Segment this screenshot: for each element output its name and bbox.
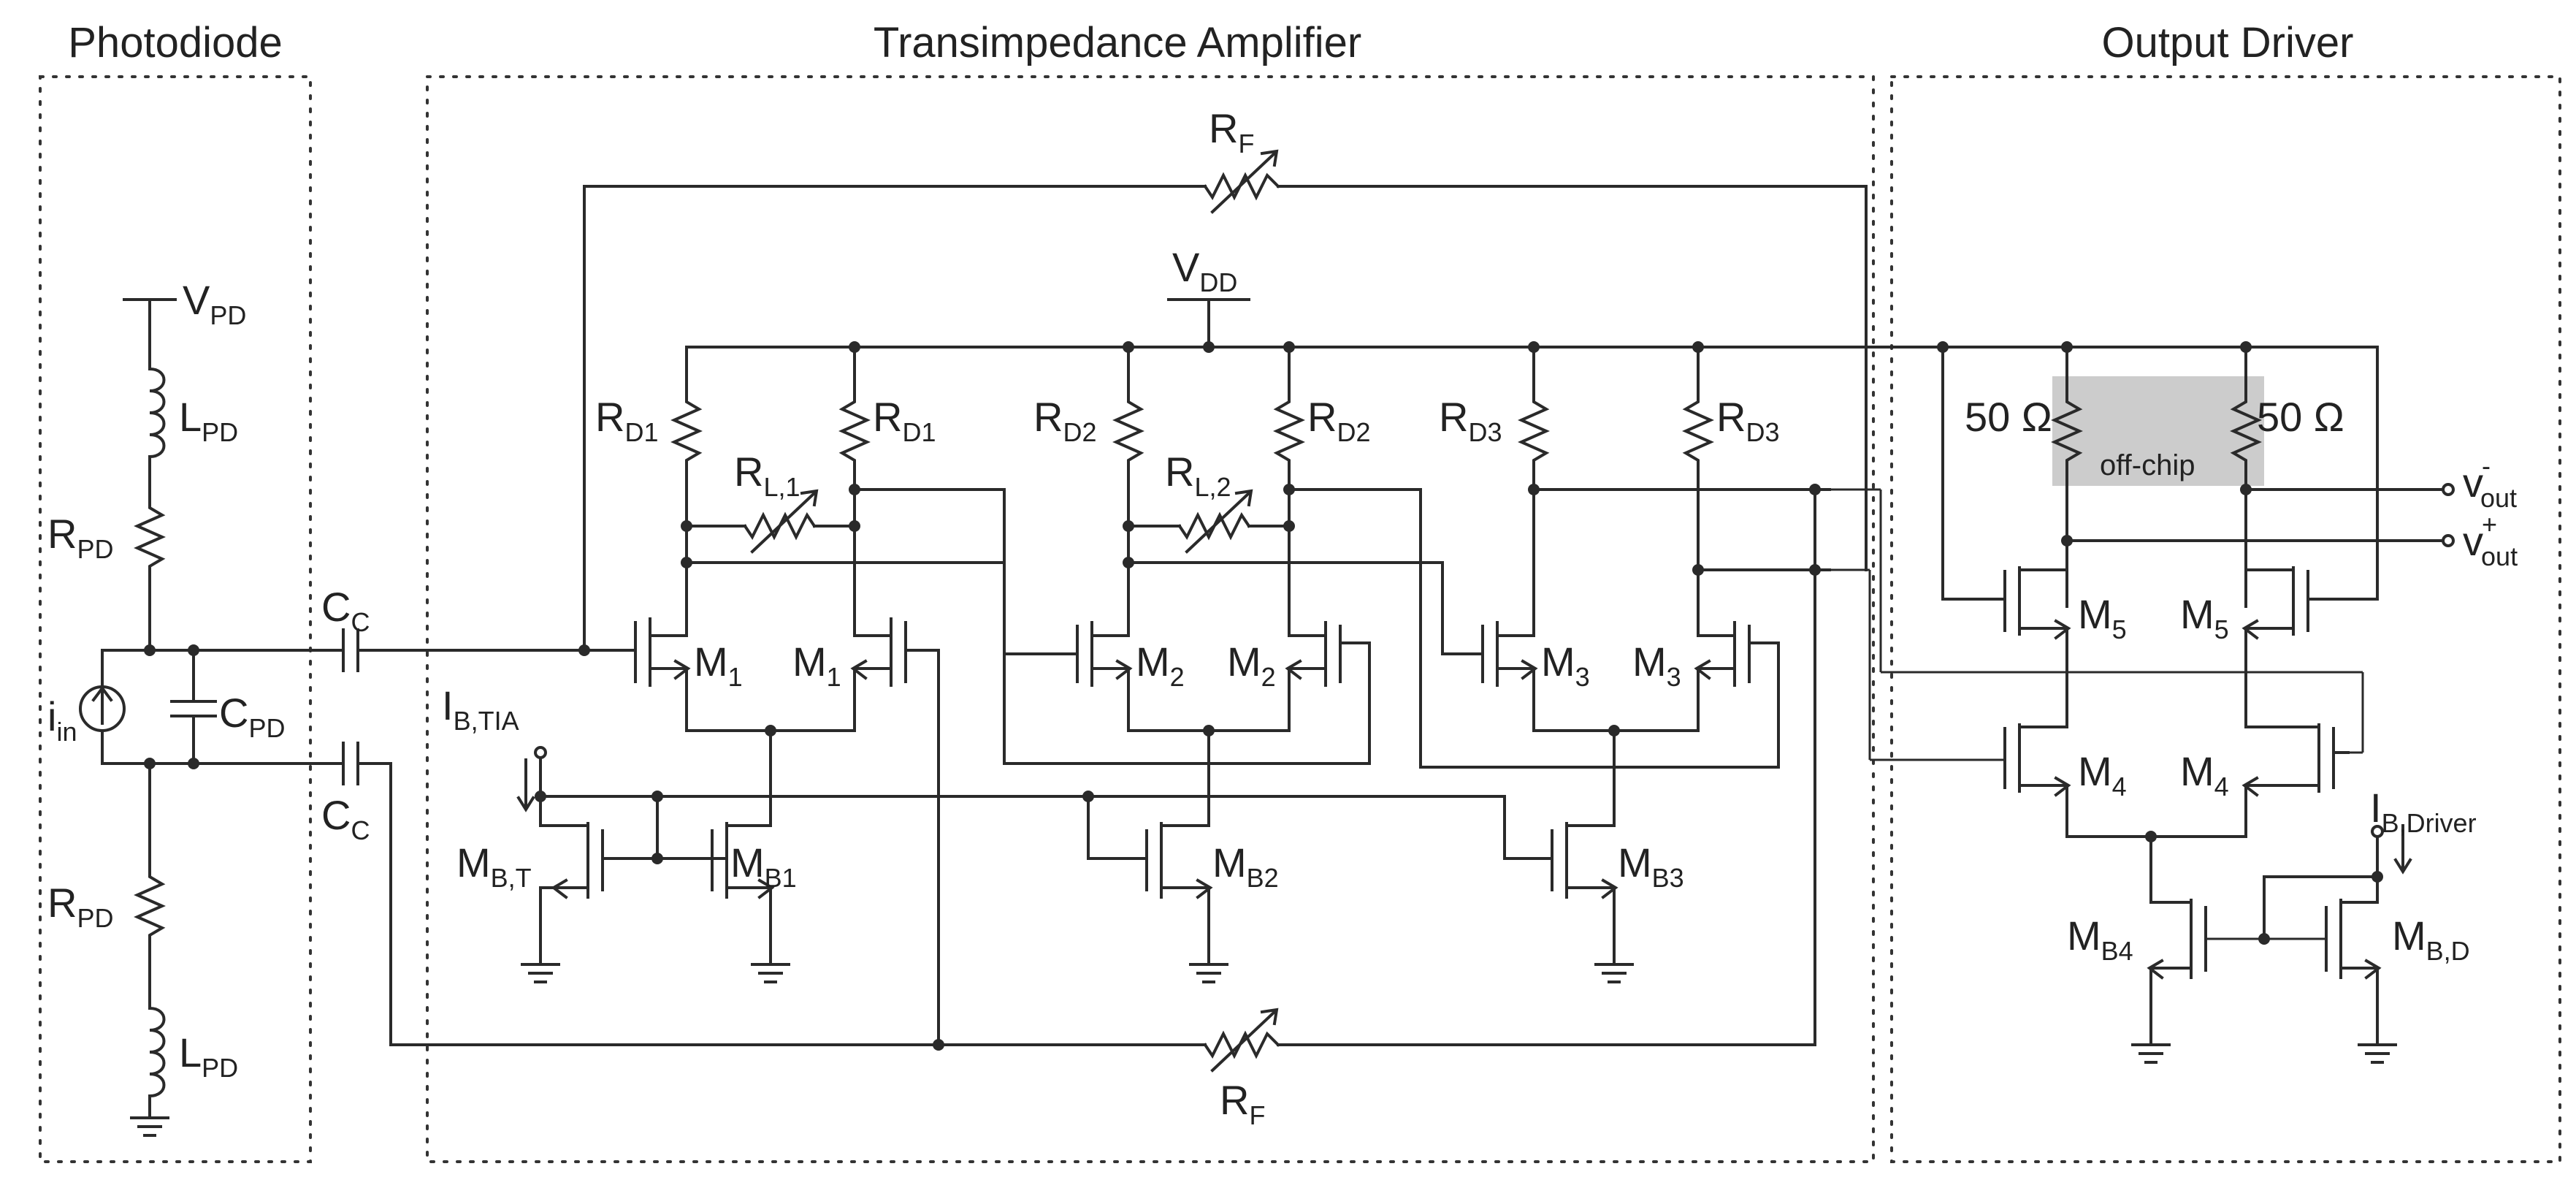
- rd1-right-label: RD1: [873, 394, 936, 447]
- tia-title: Transimpedance Amplifier: [874, 19, 1361, 66]
- vpd-label: VPD: [183, 277, 246, 330]
- ibtia-label: IB,TIA: [442, 682, 519, 736]
- offchip-label: off-chip: [2100, 449, 2195, 481]
- rd2-right-label: RD2: [1307, 394, 1370, 447]
- ibdriver-label: IB,Driver: [2370, 785, 2477, 838]
- mbt-label: MB,T: [456, 839, 532, 893]
- cc-top-label: CC: [321, 584, 370, 637]
- m1-left-label: M1: [694, 639, 743, 692]
- stage-interconnects: [681, 484, 2364, 769]
- rf-top-label: RF: [1209, 105, 1254, 159]
- mb2-label: MB2: [1212, 839, 1279, 893]
- vout-plus-label: v+out: [2463, 509, 2518, 571]
- rd1-left-label: RD1: [595, 394, 658, 447]
- photodiode-section-box: [39, 75, 312, 1163]
- mbd-label: MB,D: [2392, 913, 2470, 966]
- driver-section-box: [1890, 75, 2561, 1163]
- m4-left-label: M4: [2078, 748, 2127, 801]
- cpd-label: CPD: [219, 690, 285, 743]
- vdd-label: VDD: [1172, 244, 1237, 297]
- m5-right-label: M5: [2180, 591, 2229, 644]
- photodiode-circuit: [79, 298, 308, 1137]
- bias-network: [516, 746, 1634, 983]
- rd3-left-label: RD3: [1439, 394, 1502, 447]
- cc-bottom-label: CC: [321, 792, 370, 845]
- mb3-label: MB3: [1618, 839, 1684, 893]
- m3-right-label: M3: [1632, 639, 1681, 692]
- rd3-right-label: RD3: [1716, 394, 1779, 447]
- m4-right-label: M4: [2180, 748, 2229, 801]
- m3-left-label: M3: [1541, 639, 1590, 692]
- rl1-label: RL,1: [734, 449, 800, 502]
- rpd-top-label: RPD: [47, 511, 113, 564]
- rl2-label: RL,2: [1165, 449, 1231, 502]
- mb1-label: MB1: [730, 839, 797, 893]
- output-driver: [1941, 346, 2455, 1064]
- m2-right-label: M2: [1227, 639, 1276, 692]
- vout-minus-label: v-out: [2463, 451, 2517, 513]
- differential-pairs: [594, 617, 1765, 791]
- iin-label: iin: [47, 693, 77, 747]
- r50-left-label: 50 Ω: [1965, 394, 2052, 440]
- coupling-and-feedback: [305, 149, 1868, 1073]
- lpd-top-label: LPD: [179, 394, 238, 447]
- lpd-bottom-label: LPD: [179, 1029, 238, 1083]
- rpd-bottom-label: RPD: [47, 880, 113, 933]
- offchip-region: [2052, 376, 2264, 486]
- driver-title: Output Driver: [2102, 19, 2354, 66]
- mb4-label: MB4: [2067, 913, 2133, 966]
- tia-section-box: [426, 75, 1875, 1163]
- load-resistors: [681, 489, 1295, 554]
- m1-right-label: M1: [792, 639, 841, 692]
- m2-left-label: M2: [1136, 639, 1185, 692]
- rd2-left-label: RD2: [1033, 394, 1096, 447]
- r50-right-label: 50 Ω: [2257, 394, 2344, 440]
- m5-left-label: M5: [2078, 591, 2127, 644]
- drain-resistors: [670, 346, 1714, 637]
- rf-bottom-label: RF: [1220, 1077, 1265, 1130]
- photodiode-title: Photodiode: [68, 19, 282, 66]
